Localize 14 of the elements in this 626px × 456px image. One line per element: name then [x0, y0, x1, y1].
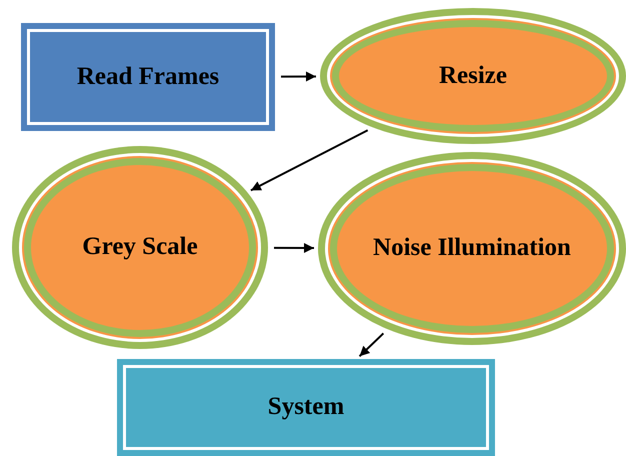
arrow	[358, 332, 384, 357]
arrow	[281, 72, 316, 82]
arrow	[250, 129, 368, 192]
process-ellipse	[320, 8, 626, 144]
process-box	[117, 359, 495, 456]
process-ellipse	[12, 146, 268, 349]
node-label: System	[268, 392, 344, 422]
node-label: Noise Illumination	[373, 233, 571, 264]
node-label: Grey Scale	[82, 232, 198, 262]
node-label: Read Frames	[76, 62, 220, 92]
arrow	[274, 243, 314, 253]
node-label: Resize	[438, 60, 508, 91]
process-ellipse	[318, 152, 626, 345]
process-box	[21, 23, 275, 131]
